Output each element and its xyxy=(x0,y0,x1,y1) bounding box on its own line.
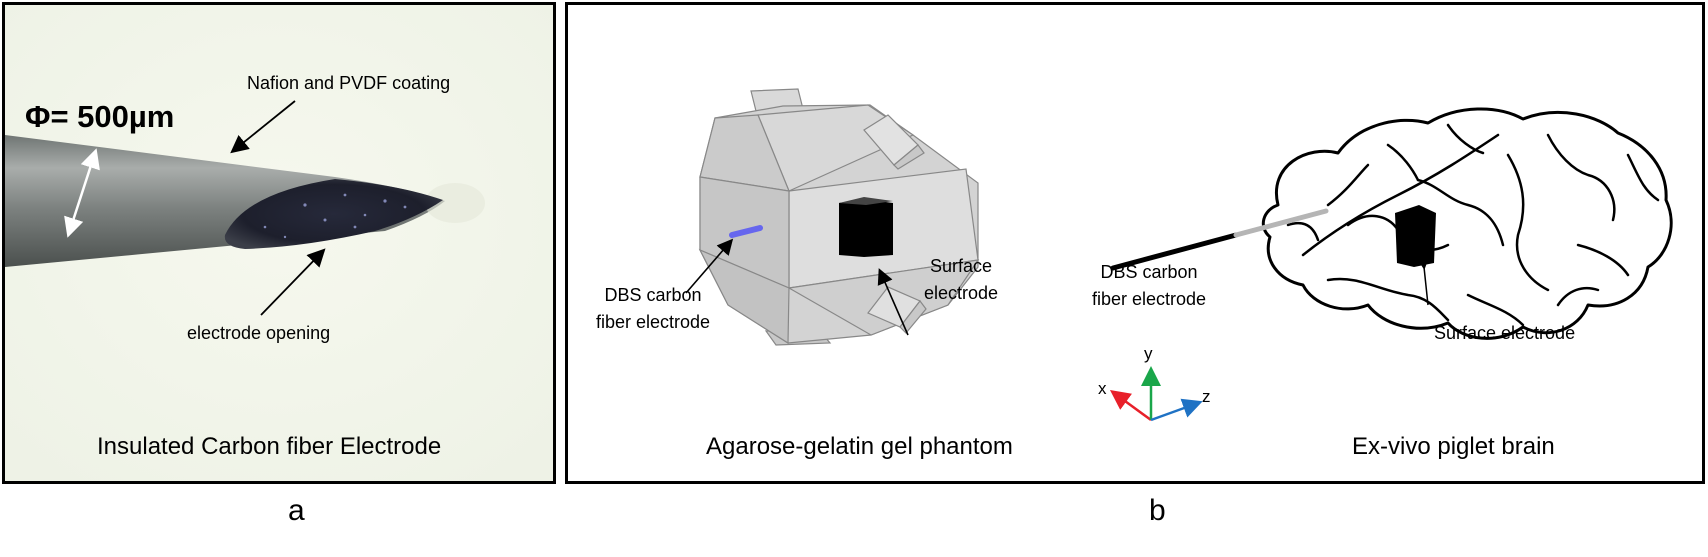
phantom-dbs-electrode xyxy=(729,225,763,238)
x-axis-label: x xyxy=(1098,379,1107,398)
panel-a-electrode-photo: Φ= 500µm Nafion and PVDF coating electro… xyxy=(2,2,556,484)
brain-surface-arrow xyxy=(1415,254,1431,306)
setup-illustration xyxy=(685,88,1673,422)
brain-dbs-electrode-inside xyxy=(1233,208,1329,238)
axis-triad xyxy=(1109,366,1203,422)
electrode-opening xyxy=(224,179,443,249)
panel-a-caption: Insulated Carbon fiber Electrode xyxy=(97,433,442,460)
brain-sulci xyxy=(1286,123,1660,327)
z-axis-label: z xyxy=(1202,387,1211,406)
brain-dbs-label: DBS carbon fiber electrode xyxy=(1092,262,1207,309)
brain-caption: Ex-vivo piglet brain xyxy=(1352,433,1555,460)
phantom-surface-electrode xyxy=(839,199,893,257)
coating-label: Nafion and PVDF coating xyxy=(247,73,451,93)
phantom-surface-arrow xyxy=(877,268,909,336)
brain-surface-electrode xyxy=(1395,205,1436,267)
diameter-arrow xyxy=(64,148,100,238)
opening-arrow xyxy=(260,248,326,316)
x-axis-arrow xyxy=(1109,390,1152,422)
electrode-photo xyxy=(5,5,553,481)
brain-dbs-electrode-outside xyxy=(1110,232,1239,271)
diameter-label: Φ= 500µm xyxy=(25,99,175,134)
phantom-dbs-arrow xyxy=(685,238,734,294)
brain-surface-label: Surface electrode xyxy=(1434,323,1576,343)
phantom-dbs-label: DBS carbon fiber electrode xyxy=(596,285,711,332)
phantom-caption: Agarose-gelatin gel phantom xyxy=(706,433,1013,460)
phantom-surface-label: Surface electrode xyxy=(924,256,999,303)
panel-b-experimental-setup: DBS carbon fiber electrode Surface elect… xyxy=(565,2,1705,484)
z-axis-arrow xyxy=(1150,398,1203,422)
y-axis-label: y xyxy=(1144,344,1153,363)
panel-b-letter: b xyxy=(1149,494,1166,527)
panel-a-letter: a xyxy=(288,494,305,527)
coating-arrow xyxy=(230,100,296,154)
opening-label: electrode opening xyxy=(187,323,331,343)
